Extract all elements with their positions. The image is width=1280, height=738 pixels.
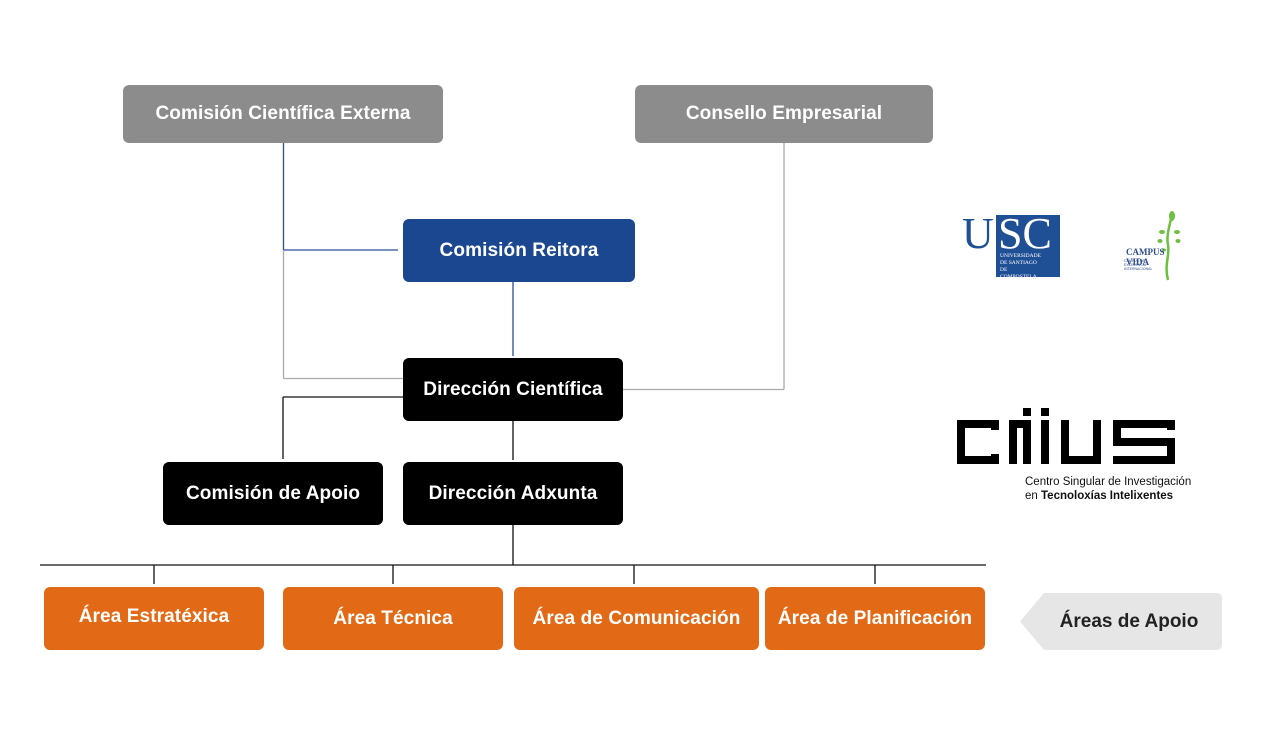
usc-logo-line: DE SANTIAGO (1000, 260, 1037, 266)
citius-line-1: Centro Singular de Investigación (1025, 476, 1192, 488)
node-area-label: Área Estratéxica (78, 605, 230, 627)
campus-vida-subtitle: CAMPUS DE EXCELENCIA INTERNACIONAL (1124, 259, 1153, 271)
node-business-council-label: Consello Empresarial (685, 103, 883, 124)
node-deputy-direction-label: Dirección Adxunta (428, 482, 598, 504)
node-area-planning[interactable]: Área de Planificación (765, 587, 985, 650)
node-support-committee-label: Comisión de Apoio (185, 482, 361, 504)
node-support-committee[interactable]: Comisión de Apoio (163, 462, 383, 525)
usc-logo-line: UNIVERSIDADE (1000, 253, 1041, 259)
citius-logo-mark (957, 408, 1175, 464)
node-area-label: Área de Planificación (777, 607, 973, 629)
node-area-label: Área Técnica (333, 607, 453, 629)
node-external-committee-label: Comisión Científica Externa (155, 103, 411, 124)
node-area-technical[interactable]: Área Técnica (283, 587, 503, 650)
node-scientific-direction[interactable]: Dirección Científica (403, 358, 623, 421)
citius-logo-text: Centro Singular de Investigación en Tecn… (1025, 475, 1191, 503)
node-external-committee[interactable]: Comisión Científica Externa (123, 85, 443, 143)
node-area-strategic[interactable]: Área Estratéxica (44, 587, 264, 650)
usc-logo-sc: SC (998, 209, 1052, 258)
node-business-council[interactable]: Consello Empresarial (635, 85, 933, 143)
node-area-communication[interactable]: Área de Comunicación (514, 587, 759, 650)
usc-logo-subtitle: UNIVERSIDADE DE SANTIAGO DE COMPOSTELA (1000, 253, 1041, 281)
citius-line-2: en Tecnoloxías Intelixentes (1025, 489, 1191, 503)
usc-logo-line: DE COMPOSTELA (1000, 267, 1037, 280)
citius-line-2-bold: Tecnoloxías Intelixentes (1041, 490, 1174, 502)
node-rector-committee[interactable]: Comisión Reitora (403, 219, 635, 282)
node-area-label: Área de Comunicación (532, 607, 741, 629)
node-deputy-direction[interactable]: Dirección Adxunta (403, 462, 623, 525)
support-areas-tag-shape (1020, 593, 1222, 650)
support-areas-tag-label: Áreas de Apoio (1059, 610, 1199, 632)
usc-logo-u: U (962, 209, 994, 258)
campus-vida-tree-icon (1157, 211, 1181, 281)
citius-line-2-prefix: en (1025, 490, 1041, 502)
node-scientific-direction-label: Dirección Científica (423, 378, 603, 400)
node-rector-committee-label: Comisión Reitora (439, 239, 599, 261)
usc-logo-box (996, 215, 1060, 277)
campus-vida-name: CAMPUS VIDA (1126, 247, 1165, 267)
